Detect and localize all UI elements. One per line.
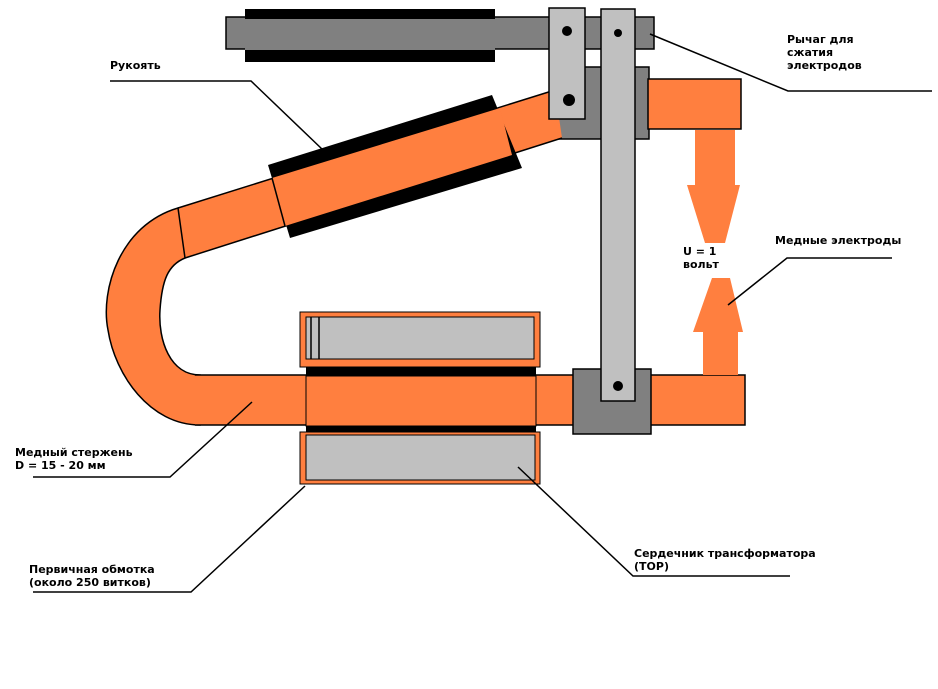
- label-core-line1: Сердечник трансформатора: [634, 547, 816, 560]
- label-handle: Рукоять: [110, 59, 161, 72]
- leader-lines: [33, 33, 932, 593]
- label-lever-line1: Рычаг для: [787, 33, 854, 46]
- leader-rod: [33, 401, 253, 478]
- transformer-bottom: [299, 431, 541, 485]
- lever-bar: [225, 9, 655, 62]
- label-rod-line1: Медный стержень: [15, 446, 133, 459]
- winding-insulation-top: [306, 367, 536, 376]
- vertical-lever-plate: [600, 8, 636, 402]
- handle-sleeve: [268, 95, 522, 238]
- leader-handle: [110, 80, 324, 151]
- label-lever-line3: электродов: [787, 59, 862, 72]
- lower-electrode: [693, 278, 743, 375]
- label-primary-line2: (около 250 витков): [29, 576, 151, 589]
- link-pin-top: [562, 26, 572, 36]
- leader-lever: [649, 33, 932, 92]
- leader-electrodes: [727, 257, 892, 306]
- rod-in-core: [305, 375, 537, 427]
- upper-electrode: [687, 130, 740, 243]
- link-pin-bottom: [563, 94, 575, 106]
- label-electrodes: Медные электроды: [775, 234, 901, 247]
- label-lever-line2: сжатия: [787, 46, 833, 59]
- transformer-top: [299, 311, 541, 368]
- label-voltage-line2: вольт: [683, 258, 720, 271]
- pivot-pin-bottom: [613, 381, 623, 391]
- label-core-line2: (ТОР): [634, 560, 669, 573]
- pivot-pin-top: [614, 29, 622, 37]
- label-rod-line2: D = 15 - 20 мм: [15, 459, 106, 472]
- leader-core: [517, 466, 790, 577]
- leader-primary: [33, 485, 306, 593]
- winding-insulation-bottom: [306, 426, 536, 432]
- label-voltage-line1: U = 1: [683, 245, 716, 258]
- label-primary-line1: Первичная обмотка: [29, 563, 155, 576]
